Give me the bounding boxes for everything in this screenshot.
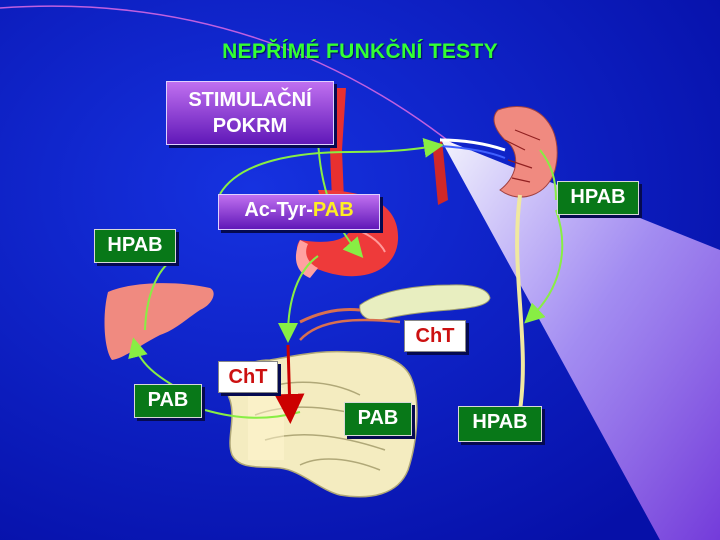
arrow-kidney-hpab bbox=[524, 209, 564, 324]
kidney-icon bbox=[433, 105, 558, 205]
red-arrow-cht bbox=[274, 344, 305, 424]
slide-title: NEPŘÍMÉ FUNKČNÍ TESTY bbox=[222, 40, 498, 63]
urine-path bbox=[515, 194, 525, 411]
actyr-prefix: Ac-Tyr- bbox=[244, 199, 313, 221]
hpab-bottom-label: HPAB bbox=[458, 406, 542, 442]
hpab-right-label: HPAB bbox=[557, 181, 639, 215]
decorative-beam bbox=[440, 138, 720, 540]
hpab-left-label: HPAB bbox=[94, 229, 176, 263]
arrow-to-kidney bbox=[219, 137, 444, 195]
pancreas-icon bbox=[299, 284, 491, 324]
pab-left-label: PAB bbox=[134, 384, 202, 418]
actyr-pab-label: Ac-Tyr-PAB bbox=[218, 194, 380, 230]
esophagus-icon bbox=[330, 88, 346, 200]
decorative-arc bbox=[0, 5, 461, 151]
cht-intestine-label: ChT bbox=[218, 361, 278, 393]
arrow-stomach-to-duodenum bbox=[278, 255, 319, 343]
pancreatic-duct bbox=[299, 318, 401, 341]
pab-center-label: PAB bbox=[344, 402, 412, 436]
cht-pancreas-label: ChT bbox=[404, 320, 466, 352]
actyr-pab-highlight: PAB bbox=[312, 199, 354, 221]
stimulacni-pokrm-label: STIMULAČNÍ POKRM bbox=[166, 81, 334, 145]
